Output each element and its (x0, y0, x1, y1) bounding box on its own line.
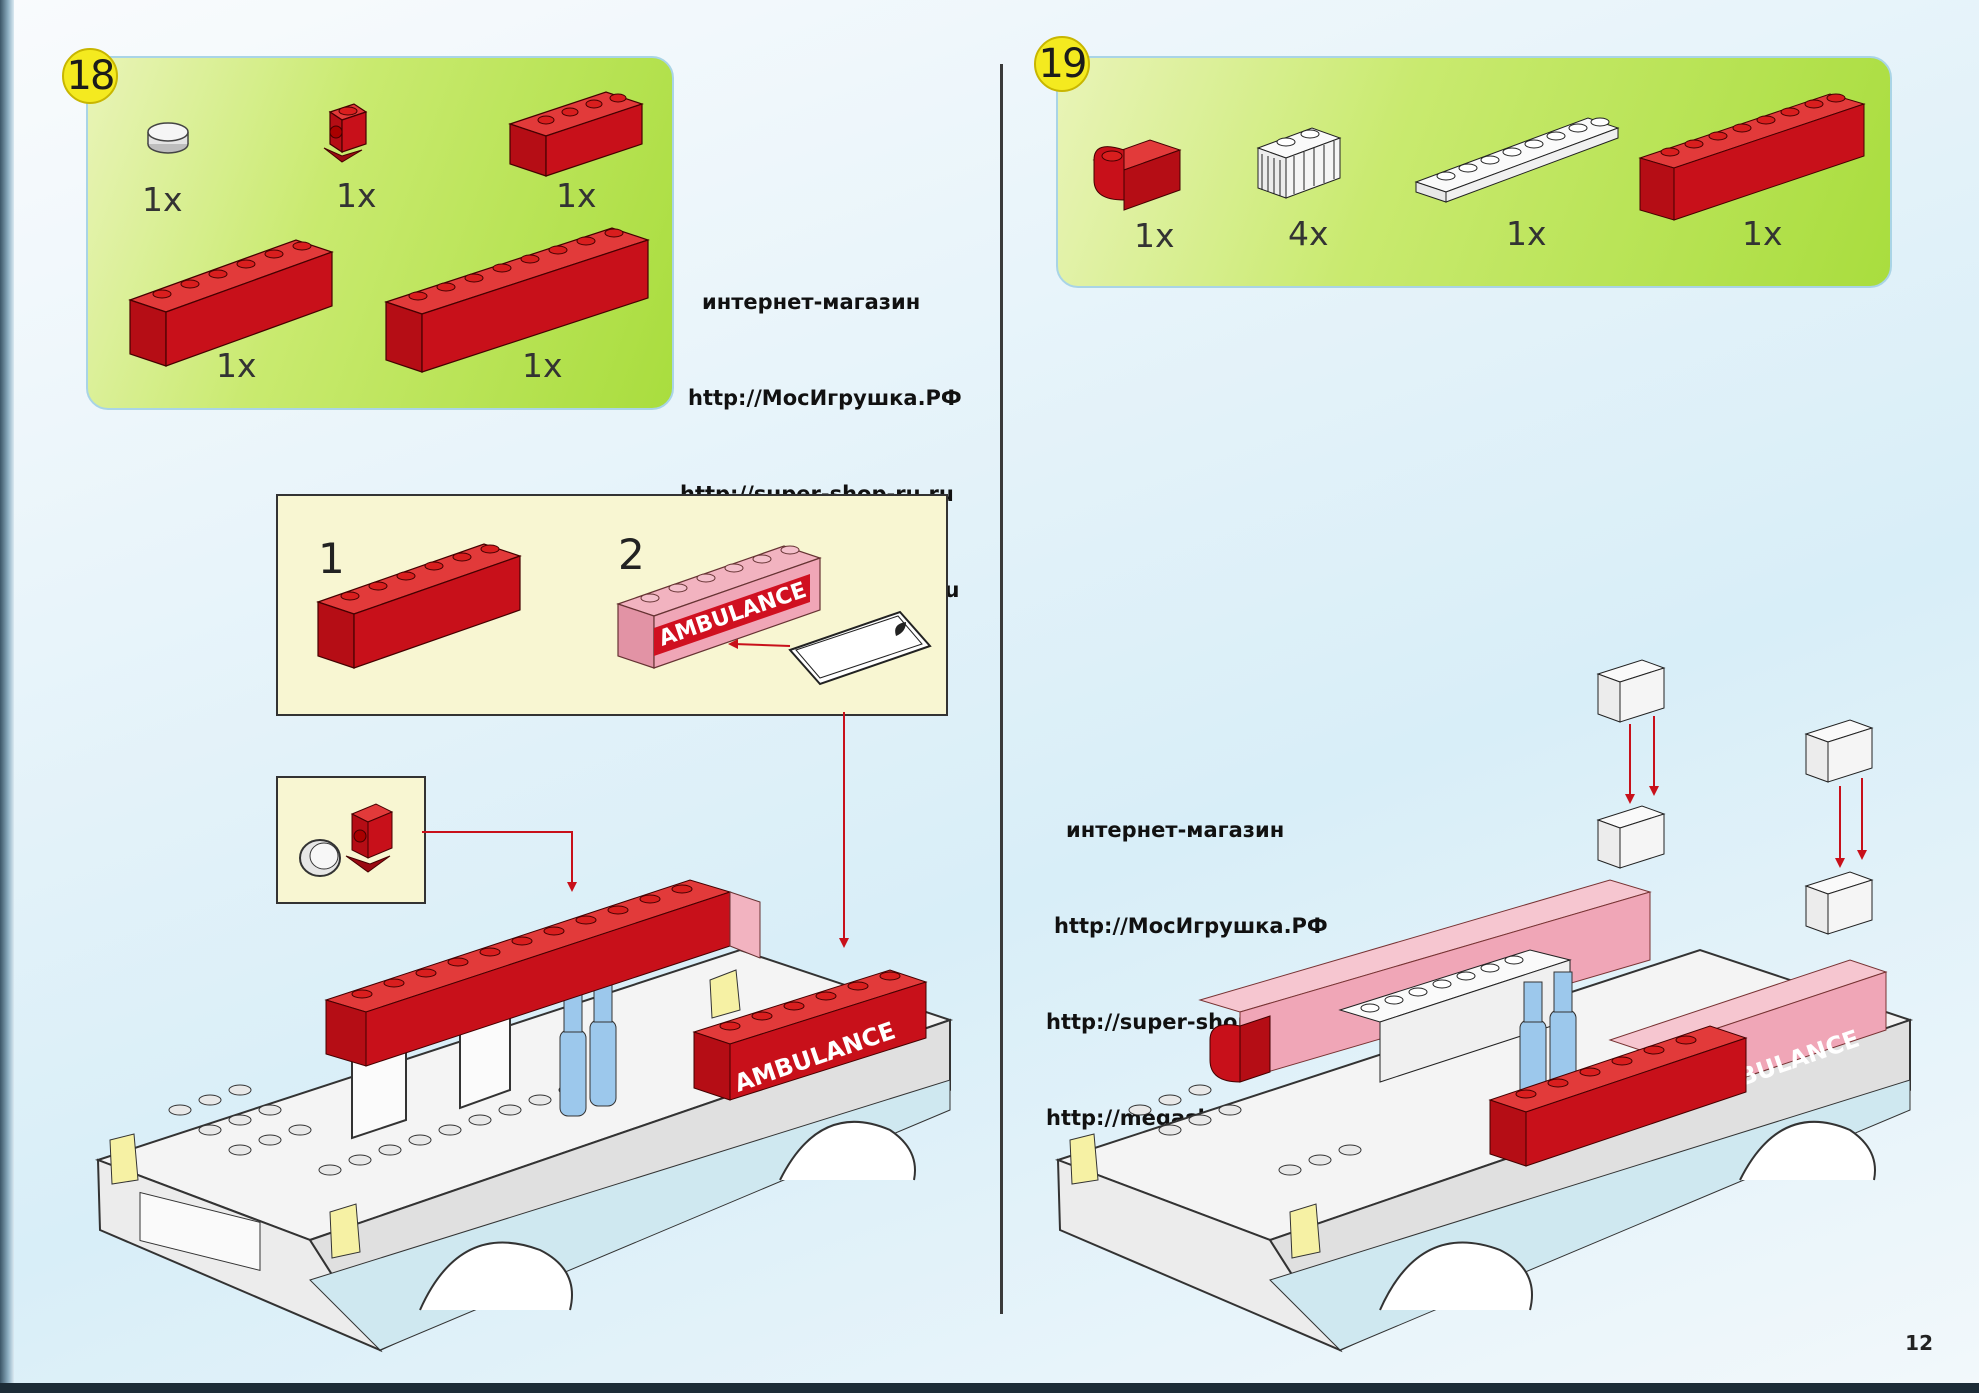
part-qty: 1x (1134, 216, 1175, 255)
round-tile-icon (147, 122, 189, 154)
substep-1-label: 1 (318, 534, 345, 583)
tile-on-side-stud-icon (299, 803, 394, 877)
part-qty: 1x (1506, 214, 1547, 253)
ambulance-model-step-18: AMBULANCE (94, 712, 954, 1353)
scan-bottom-edge (0, 1383, 1979, 1393)
side-stud-substep-box (276, 776, 426, 904)
plate-1x8-icon (1414, 117, 1620, 203)
brick-1x4-icon (508, 91, 644, 177)
page-divider (1000, 64, 1003, 1314)
page-number: 12 (1905, 1331, 1933, 1355)
part-qty: 1x (522, 346, 563, 385)
round-corner-brick-icon (1092, 139, 1182, 211)
brick-1x8-icon-right (1638, 93, 1866, 221)
substep-2-label: 2 (618, 530, 645, 579)
part-qty: 1x (336, 176, 377, 215)
step-19-badge: 19 (1034, 36, 1090, 92)
step-18-badge: 18 (62, 48, 118, 104)
side-stud-brick-icon (323, 103, 368, 163)
part-qty: 1x (556, 176, 597, 215)
part-qty: 1x (1742, 214, 1783, 253)
book-spine-edge (0, 0, 14, 1393)
substep-2-sticker-brick-icon: AMBULANCE (616, 545, 932, 686)
brick-1x6-icon (128, 239, 334, 367)
part-qty: 4x (1288, 214, 1329, 253)
ambulance-model-step-19: AMBULANCE (1054, 659, 1914, 1353)
part-qty: 1x (142, 180, 183, 219)
grille-brick-icon (1256, 127, 1342, 199)
brick-1x8-icon (384, 227, 650, 373)
substep-1-brick-icon (316, 543, 522, 669)
part-qty: 1x (216, 346, 257, 385)
grille-bricks-top (1596, 659, 1874, 935)
